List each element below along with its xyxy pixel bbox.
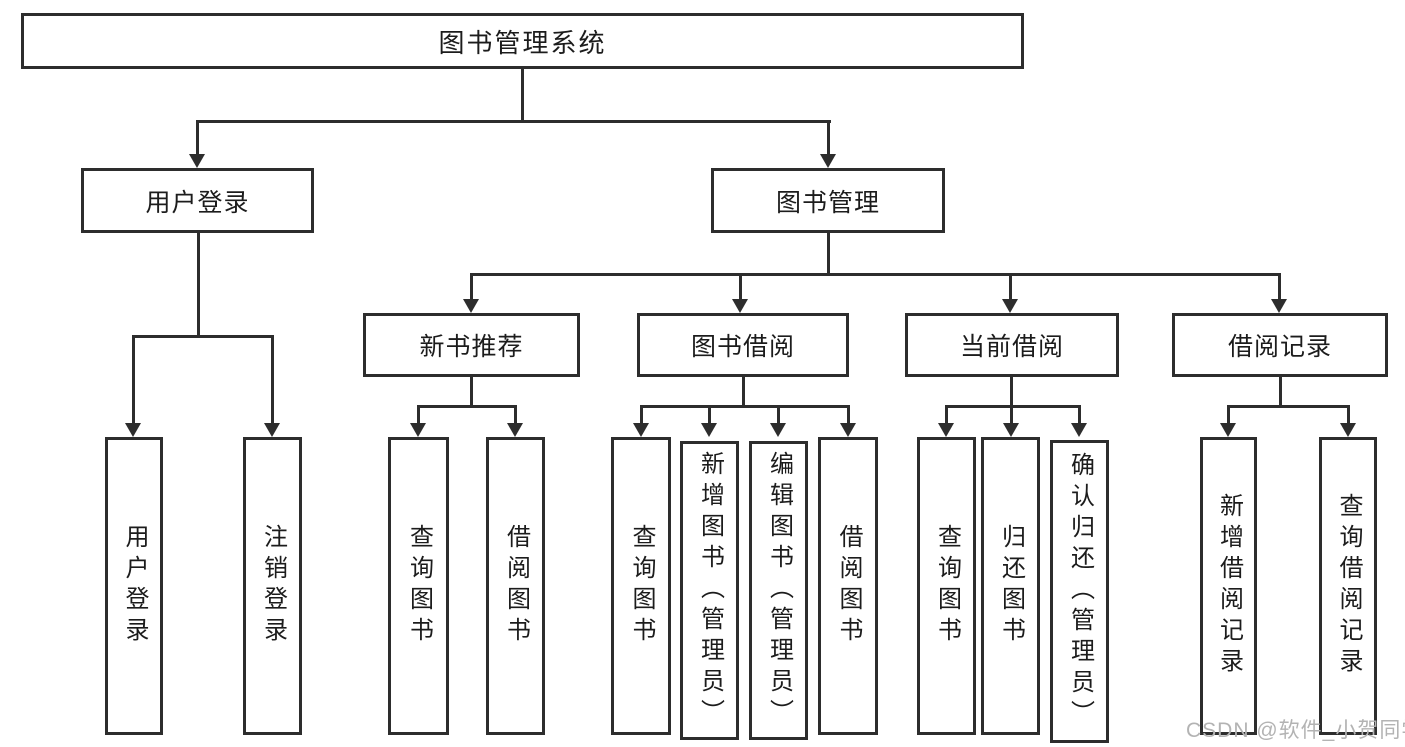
leaf-recommend-borrow-books: 借阅图书: [486, 437, 545, 735]
arrow-borrowing-query-books: [633, 408, 649, 437]
arrow-borrowing-add-books: [701, 408, 717, 437]
arrow-to-current-borrowing: [1002, 276, 1018, 313]
arrow-recommend-borrow-books: [507, 408, 523, 437]
arrow-to-user-login: [189, 123, 205, 168]
arrow-current-query-books: [938, 408, 954, 437]
leaf-recommend-query-books: 查询图书: [388, 437, 449, 735]
connector-borrowing-stem: [742, 377, 745, 408]
node-user-login: 用户登录: [81, 168, 314, 233]
connector-level3-rail: [470, 273, 1281, 276]
arrow-current-confirm-return: [1071, 408, 1087, 437]
leaf-records-query-record: 查询借阅记录: [1319, 437, 1377, 735]
leaf-borrowing-add-books-admin: 新增图书（管理员）: [680, 441, 739, 740]
connector-user-login-rail: [132, 335, 274, 338]
node-library-system: 图书管理系统: [21, 13, 1024, 69]
leaf-records-add-record: 新增借阅记录: [1200, 437, 1257, 735]
node-current-borrowing: 当前借阅: [905, 313, 1119, 377]
connector-recommend-stem: [470, 377, 473, 408]
leaf-current-confirm-return-admin: 确认归还（管理员）: [1050, 440, 1109, 743]
connector-current-stem: [1010, 377, 1013, 408]
connector-root-stem: [521, 69, 524, 120]
csdn-watermark: CSDN @软件_小贺同学: [1186, 719, 1405, 742]
leaf-logout: 注销登录: [243, 437, 302, 735]
arrow-recommend-query-books: [410, 408, 426, 437]
connector-level2-rail: [196, 120, 831, 123]
arrow-borrowing-borrow-books: [840, 408, 856, 437]
arrow-current-return-books: [1003, 408, 1019, 437]
arrow-records-query-record: [1340, 408, 1356, 437]
arrow-to-book-management: [820, 123, 836, 168]
node-borrowing-records: 借阅记录: [1172, 313, 1388, 377]
leaf-current-return-books: 归还图书: [981, 437, 1040, 735]
leaf-borrowing-borrow-books: 借阅图书: [818, 437, 878, 735]
arrow-to-new-book-recommend: [463, 276, 479, 313]
arrow-to-leaf-logout: [264, 338, 280, 437]
connector-recommend-rail: [417, 405, 517, 408]
connector-records-stem: [1279, 377, 1282, 408]
connector-book-mgmt-stem: [827, 233, 830, 276]
leaf-current-query-books: 查询图书: [917, 437, 976, 735]
node-book-borrowing: 图书借阅: [637, 313, 849, 377]
connector-user-login-stem: [197, 233, 200, 338]
arrow-to-leaf-user-login: [125, 338, 141, 437]
node-new-book-recommend: 新书推荐: [363, 313, 580, 377]
leaf-user-login: 用户登录: [105, 437, 163, 735]
arrow-borrowing-edit-books: [770, 408, 786, 437]
arrow-to-borrowing-records: [1271, 276, 1287, 313]
connector-records-rail: [1227, 405, 1350, 408]
arrow-records-add-record: [1220, 408, 1236, 437]
connector-borrowing-rail: [640, 405, 850, 408]
node-book-management: 图书管理: [711, 168, 945, 233]
leaf-borrowing-edit-books-admin: 编辑图书（管理员）: [749, 441, 808, 740]
connector-current-rail: [945, 405, 1081, 408]
leaf-borrowing-query-books: 查询图书: [611, 437, 671, 735]
arrow-to-book-borrowing: [732, 276, 748, 313]
